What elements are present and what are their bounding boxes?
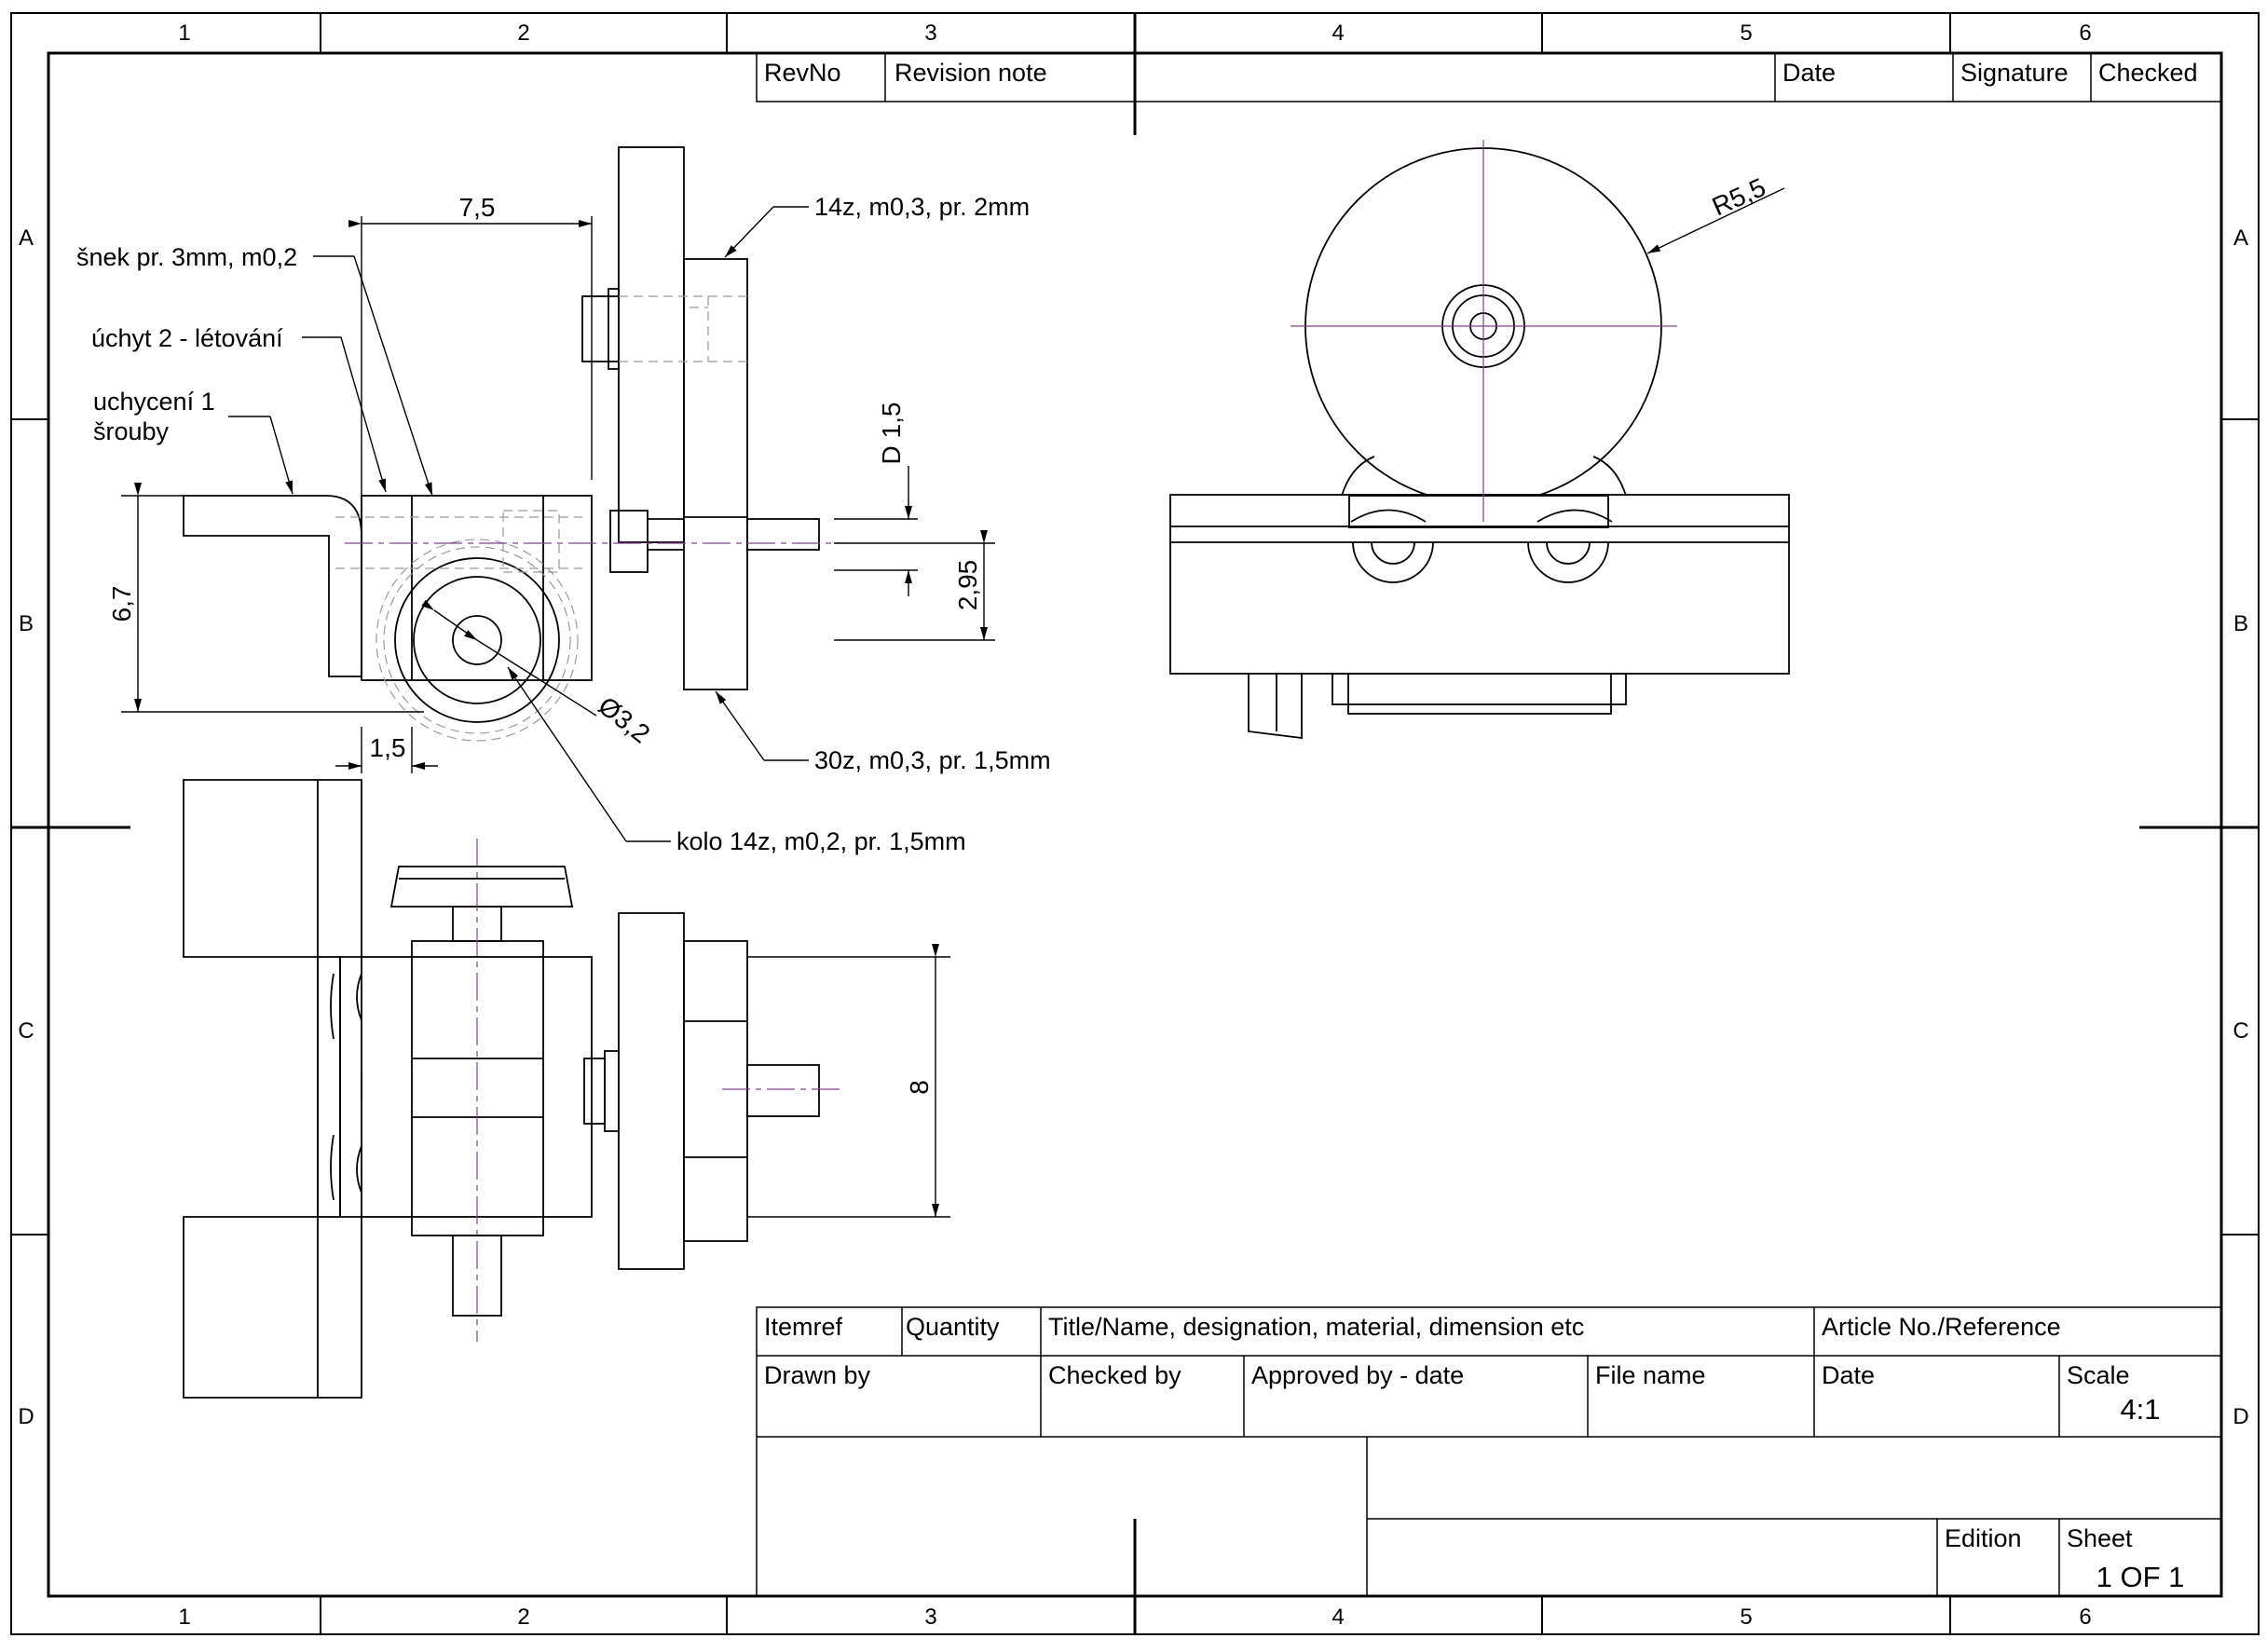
zone-col-2-bottom: 2 <box>517 1604 529 1630</box>
approved-by-label: Approved by - date <box>1251 1361 1464 1389</box>
dim-8: 8 <box>905 1080 934 1095</box>
revision-note-header: Revision note <box>895 59 1047 87</box>
callout-worm: šnek pr. 3mm, m0,2 <box>76 243 297 271</box>
side-view <box>1169 147 1790 740</box>
callout-leaders <box>228 206 809 842</box>
revision-table <box>756 52 2222 102</box>
zone-row-c-right: C <box>2233 1018 2248 1044</box>
zone-col-3-bottom: 3 <box>924 1604 936 1630</box>
zone-col-3-top: 3 <box>924 20 936 46</box>
rev-date-header: Date <box>1782 59 1836 87</box>
zone-col-1-top: 1 <box>178 20 190 46</box>
zone-row-d-right: D <box>2233 1404 2248 1429</box>
dim-6-7: 6,7 <box>107 586 136 622</box>
zone-row-a-right: A <box>2233 225 2248 251</box>
gear-plate-top <box>618 912 685 1270</box>
title-block <box>756 1306 2222 1597</box>
worm-wheel <box>394 557 560 723</box>
callout-mount-1-line1: uchycení 1 <box>93 388 215 416</box>
drawn-by-label: Drawn by <box>764 1361 871 1389</box>
output-shaft-top <box>746 1064 820 1117</box>
dimension-lines <box>121 187 1785 1218</box>
callout-holder-2: úchyt 2 - létování <box>91 324 283 352</box>
zone-row-b-right: B <box>2233 611 2248 636</box>
dim-dia-3-2: Ø3,2 <box>593 691 655 749</box>
itemref-label: Itemref <box>764 1313 843 1341</box>
dim-7-5: 7,5 <box>459 193 496 222</box>
housing-block <box>361 495 593 681</box>
top-view-centerlines <box>476 839 843 1342</box>
scale-value: 4:1 <box>2120 1393 2160 1426</box>
scale-label: Scale <box>2067 1361 2130 1389</box>
dim-1-5: 1,5 <box>370 733 406 762</box>
dim-2-95: 2,95 <box>953 560 982 611</box>
zone-col-1-bottom: 1 <box>178 1604 190 1630</box>
bracket-l <box>183 495 362 677</box>
quantity-label: Quantity <box>906 1313 1000 1341</box>
zone-row-a-left: A <box>19 225 34 251</box>
title-date-label: Date <box>1822 1361 1875 1389</box>
zone-row-c-left: C <box>18 1018 34 1044</box>
zone-row-b-left: B <box>19 611 34 636</box>
sheet-label: Sheet <box>2067 1524 2133 1552</box>
file-name-label: File name <box>1595 1361 1706 1389</box>
front-view-hidden <box>335 295 747 742</box>
checked-by-label: Checked by <box>1048 1361 1181 1389</box>
callout-wheel-14z: kolo 14z, m0,2, pr. 1,5mm <box>676 827 966 855</box>
zone-col-6-top: 6 <box>2079 20 2091 46</box>
sheet-value: 1 OF 1 <box>2096 1561 2185 1593</box>
callout-gear-30z: 30z, m0,3, pr. 1,5mm <box>814 746 1051 774</box>
front-view <box>183 146 820 723</box>
output-shaft <box>746 518 820 551</box>
title-name-label: Title/Name, designation, material, dimen… <box>1048 1313 1584 1341</box>
mounting-bracket <box>183 779 362 1399</box>
zone-col-6-bottom: 6 <box>2079 1604 2091 1630</box>
side-view-centerlines <box>1291 140 1677 522</box>
rev-no-header: RevNo <box>764 59 841 87</box>
dim-d-1-5: D 1,5 <box>877 403 906 465</box>
callout-gear-14z: 14z, m0,3, pr. 2mm <box>814 193 1030 221</box>
checked-header: Checked <box>2098 59 2198 87</box>
zone-col-4-top: 4 <box>1332 20 1344 46</box>
base-block <box>1169 494 1790 675</box>
article-no-label: Article No./Reference <box>1822 1313 2061 1341</box>
zone-row-d-left: D <box>18 1404 34 1429</box>
zone-col-5-bottom: 5 <box>1740 1604 1752 1630</box>
callout-mount-1-line2: šrouby <box>93 417 170 445</box>
wheel-knob <box>389 866 574 908</box>
gear-30z-plate <box>618 146 685 543</box>
zone-col-2-top: 2 <box>517 20 529 46</box>
zone-labels: 1 2 3 4 5 6 1 2 3 4 5 6 A B C D A B C D <box>18 20 2248 1630</box>
signature-header: Signature <box>1960 59 2069 87</box>
dim-r5-5: R5,5 <box>1708 172 1770 221</box>
edition-label: Edition <box>1945 1524 2022 1552</box>
zone-col-5-top: 5 <box>1740 20 1752 46</box>
zone-col-4-bottom: 4 <box>1332 1604 1344 1630</box>
